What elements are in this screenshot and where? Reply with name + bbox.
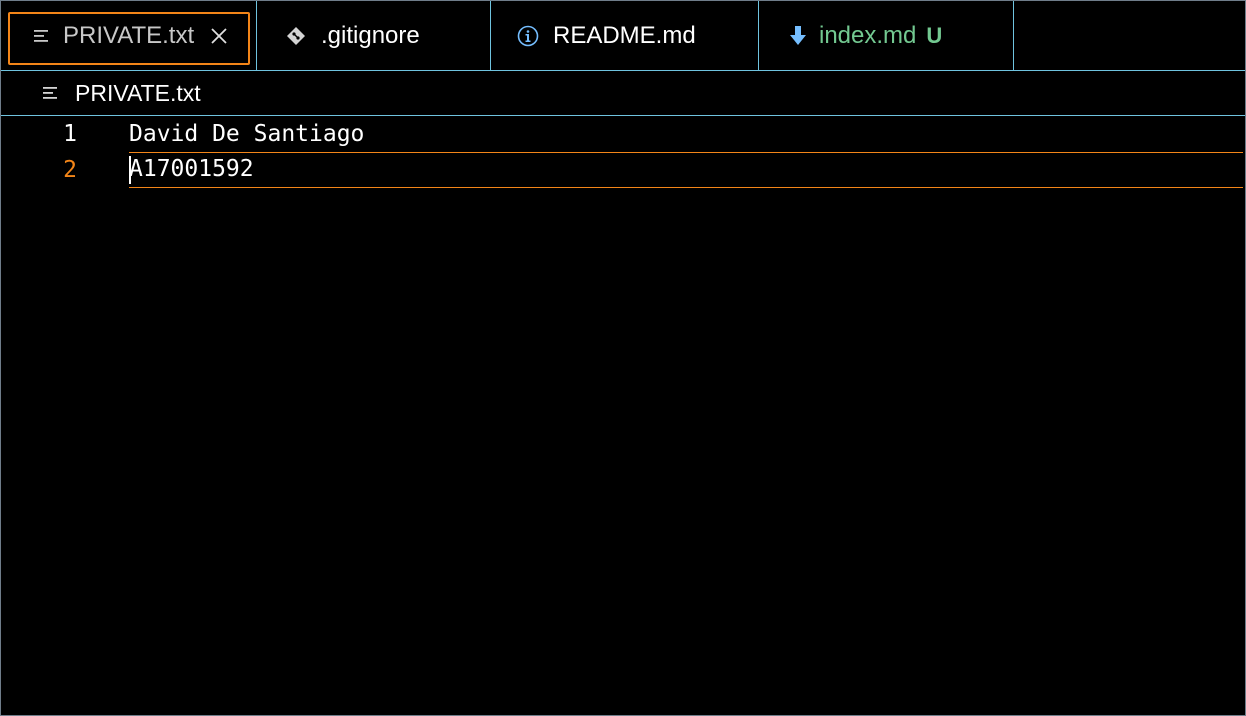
tab-label: README.md [553, 21, 696, 49]
tab-index-md[interactable]: index.md U [759, 1, 1014, 70]
editor-line[interactable]: 1 David De Santiago [1, 116, 1245, 152]
editor-line-active[interactable]: 2 A17001592 [1, 152, 1245, 188]
breadcrumb: PRIVATE.txt [1, 71, 1245, 116]
text-file-icon [43, 82, 65, 104]
tab-gitignore[interactable]: .gitignore [257, 1, 491, 70]
close-icon[interactable] [208, 25, 230, 47]
untracked-status-badge: U [926, 22, 943, 48]
tab-label: PRIVATE.txt [63, 21, 195, 49]
tab-bar-empty-area[interactable] [1014, 1, 1245, 70]
tab-private-txt[interactable]: PRIVATE.txt [1, 1, 257, 70]
text-cursor [129, 156, 131, 184]
text-file-icon [31, 25, 53, 47]
line-number: 1 [63, 121, 77, 147]
line-number: 2 [63, 157, 77, 183]
breadcrumb-file[interactable]: PRIVATE.txt [75, 79, 201, 106]
markdown-download-icon [787, 25, 809, 47]
line-text[interactable]: David De Santiago [129, 121, 365, 147]
tab-bar: PRIVATE.txt .gitignore [1, 1, 1245, 71]
info-icon [517, 25, 539, 47]
tab-label: index.md [819, 21, 917, 49]
text-editor[interactable]: 1 David De Santiago 2 A17001592 [1, 116, 1245, 715]
line-text[interactable]: A17001592 [129, 152, 1243, 188]
tab-readme-md[interactable]: README.md [491, 1, 759, 70]
git-file-icon [285, 25, 307, 47]
tab-label: .gitignore [321, 21, 420, 49]
